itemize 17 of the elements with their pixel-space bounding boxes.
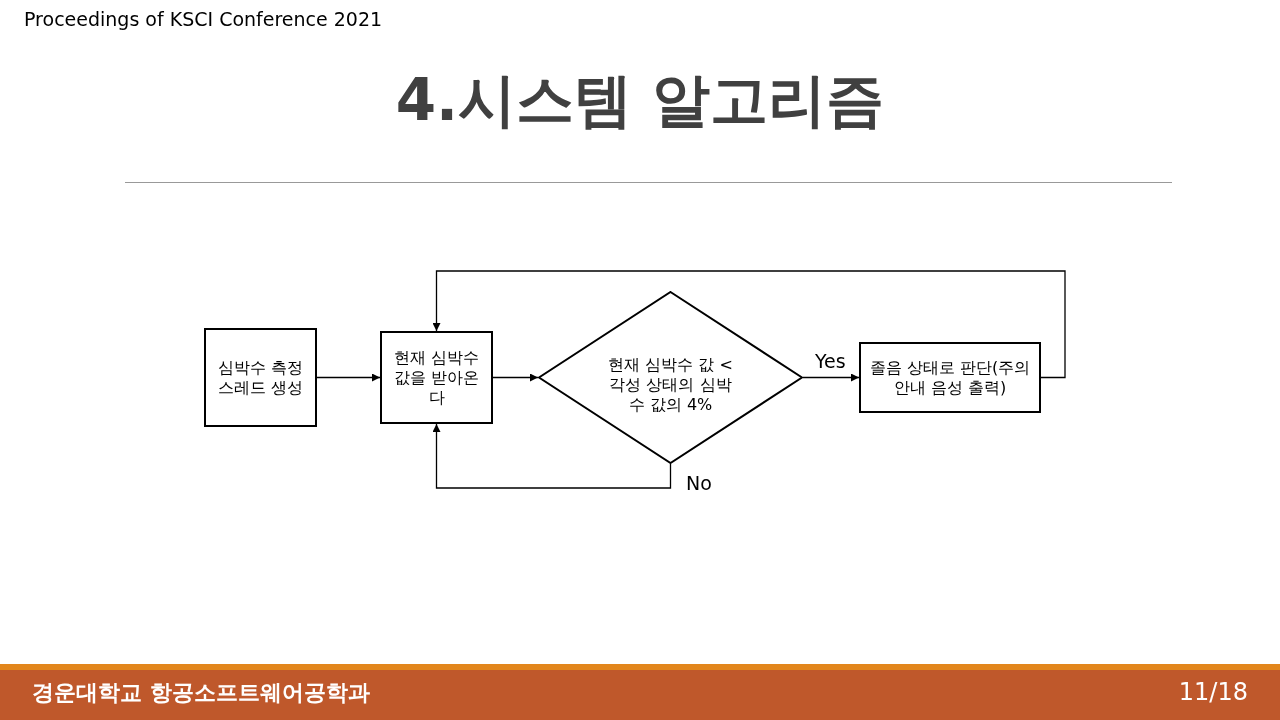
process-box	[204, 328, 317, 427]
process-box	[859, 342, 1041, 413]
arrow	[432, 423, 672, 489]
process-box	[380, 331, 493, 424]
slide-title: 4.시스템 알고리즘	[394, 65, 886, 136]
arrow	[492, 373, 539, 382]
node-text: 현재 심박수 값을 받아온다	[392, 347, 481, 408]
node-text: 심박수 측정 스레드 생성	[216, 357, 305, 398]
arrow	[432, 270, 1066, 379]
arrow	[316, 373, 381, 382]
node-text: 현재 심박수 값 < 각성 상태의 심박수 값의 4%	[607, 354, 734, 415]
header-text: Proceedings of KSCI Conference 2021	[24, 8, 383, 30]
arrow	[802, 373, 860, 382]
page-number: 11/18	[1178, 678, 1248, 706]
node-text: 졸음 상태로 판단(주의 안내 음성 출력)	[868, 357, 1032, 398]
footer-text: 경운대학교 항공소프트웨어공학과	[32, 679, 370, 707]
decision-diamond	[538, 291, 803, 464]
